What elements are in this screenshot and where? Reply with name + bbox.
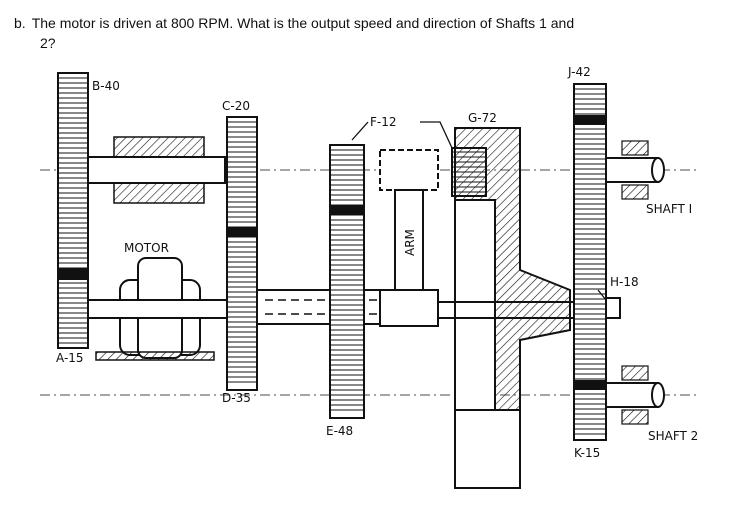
gear-j42-h18-k15 (573, 83, 621, 441)
label-motor: MOTOR (124, 241, 169, 255)
label-g72: G-72 (468, 111, 497, 125)
arm (379, 149, 439, 327)
question-label: b. (14, 15, 26, 31)
label-k15: K-15 (574, 446, 600, 460)
gear-g72-housing (438, 127, 575, 489)
motor-shaft (87, 299, 229, 319)
label-shaft2: SHAFT 2 (648, 429, 698, 443)
label-h18: H-18 (610, 275, 639, 289)
label-j42: J-42 (567, 65, 591, 79)
question-text: b. The motor is driven at 800 RPM. What i… (14, 13, 714, 53)
label-a15: A-15 (56, 351, 84, 365)
gear-e48 (329, 144, 365, 419)
label-b40: B-40 (92, 79, 120, 93)
gear-a15-b40 (57, 72, 89, 349)
leader-lines (351, 121, 607, 301)
question-line-1: The motor is driven at 800 RPM. What is … (31, 15, 575, 31)
label-arm: ARM (403, 229, 417, 256)
label-d35: D-35 (222, 391, 251, 405)
gear-c20-d35 (226, 116, 258, 391)
label-c20: C-20 (222, 99, 250, 113)
upper-sleeve (87, 136, 226, 204)
label-shaft1: SHAFT I (646, 202, 692, 216)
label-e48: E-48 (326, 424, 353, 438)
label-f12: F-12 (370, 115, 397, 129)
question-line-2: 2? (40, 35, 56, 51)
output-shafts (605, 140, 665, 425)
